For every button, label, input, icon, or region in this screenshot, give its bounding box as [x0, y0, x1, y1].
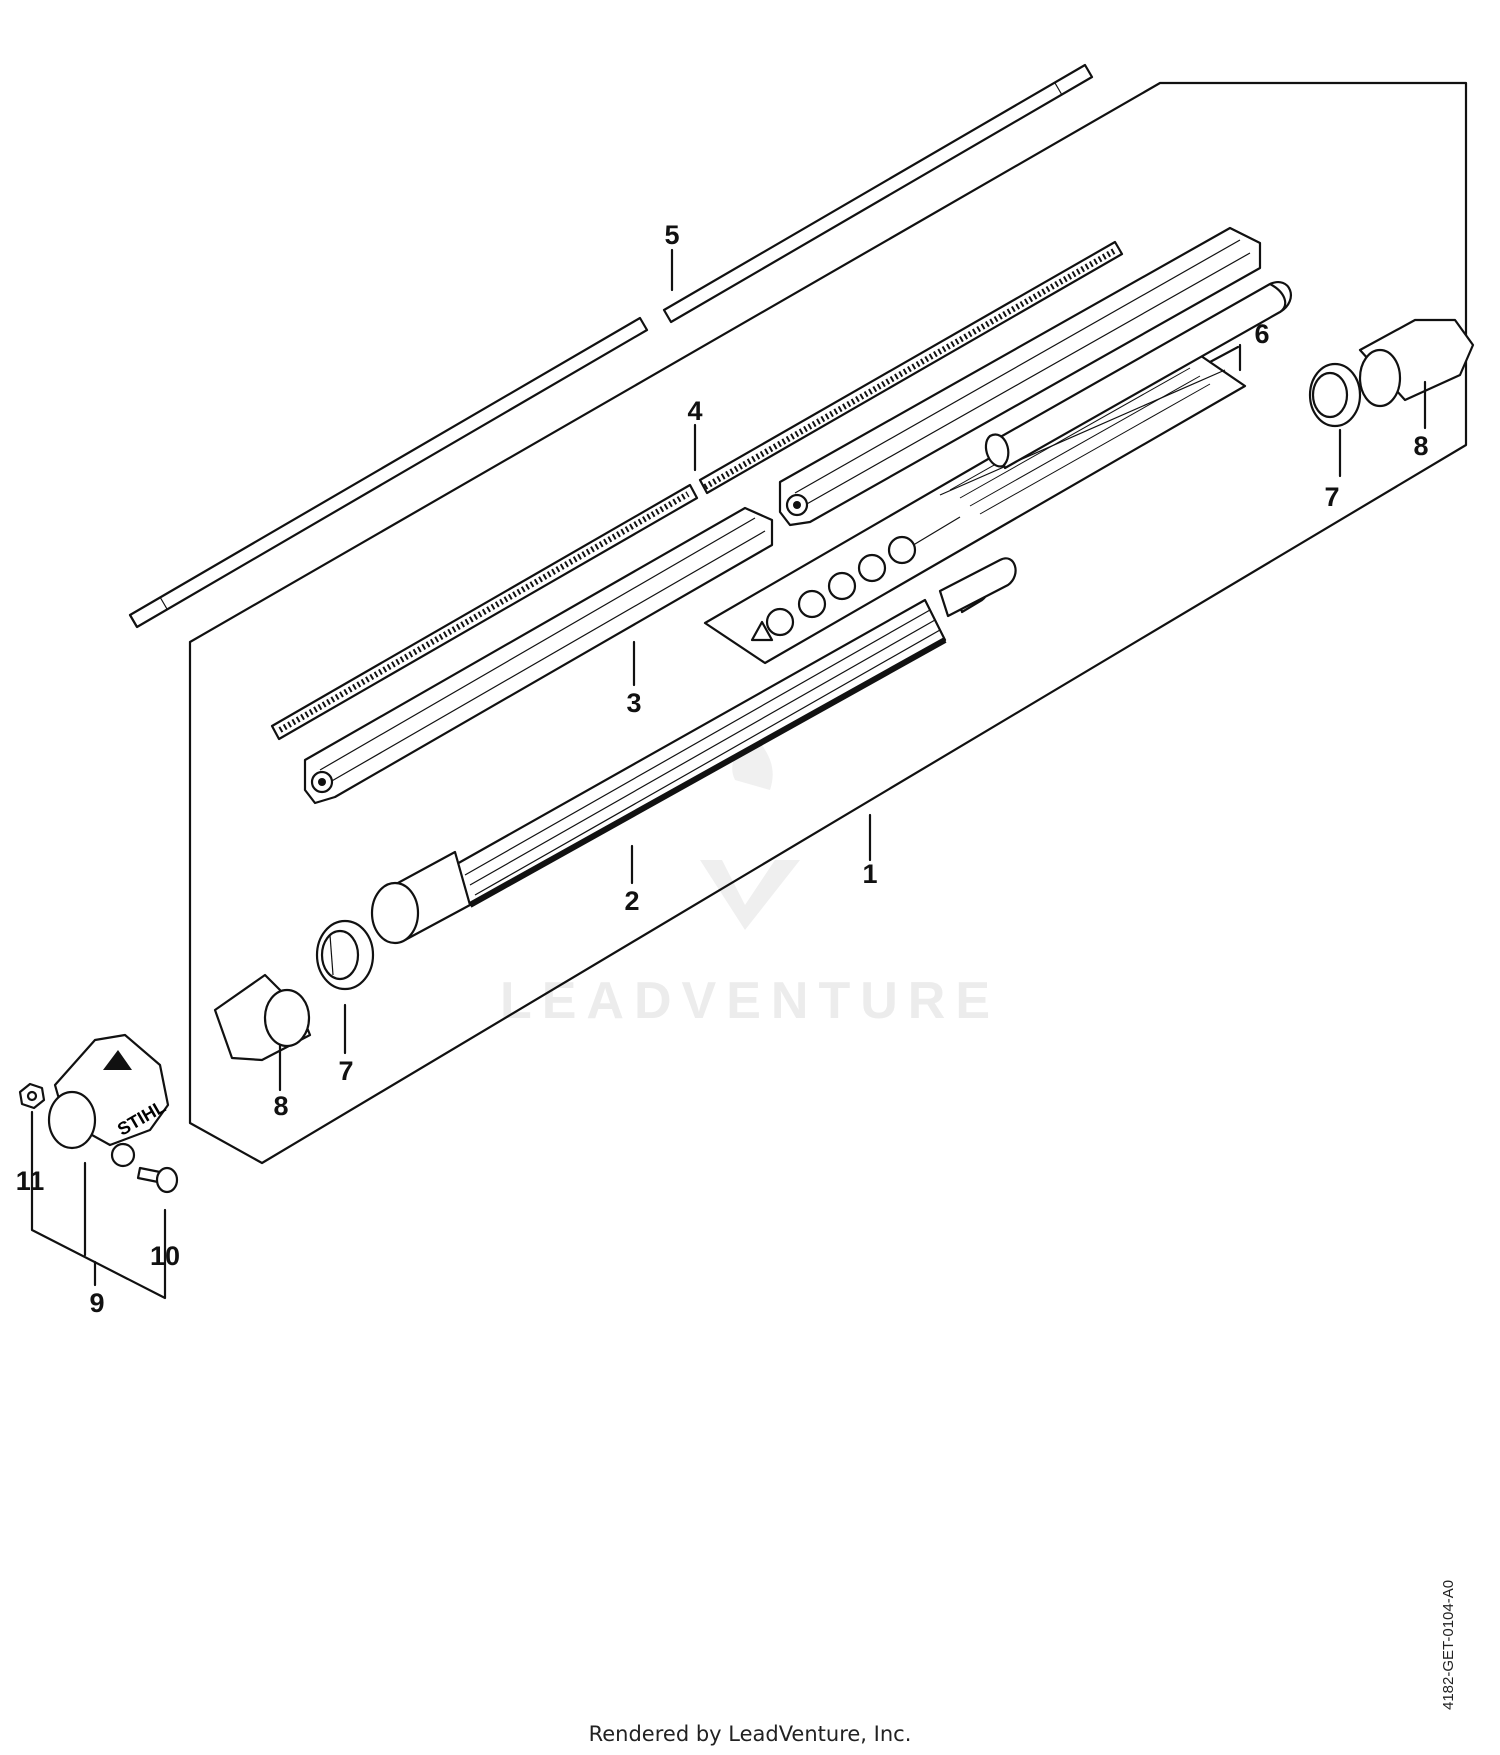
part-3-channel-lower: [303, 506, 774, 805]
part-4-liner: [270, 240, 1124, 741]
part-11-nut: [18, 1082, 46, 1110]
part-10-screw: [136, 1166, 179, 1194]
part-3-channel-upper: [778, 226, 1262, 527]
callout-4: 4: [687, 396, 702, 426]
callout-10: 10: [150, 1241, 180, 1271]
leadventure-watermark: LEADVENTURE: [500, 725, 1000, 1030]
callout-8-right: 8: [1413, 431, 1428, 461]
callout-1: 1: [862, 859, 877, 889]
callout-5: 5: [664, 220, 679, 250]
part-9-handle-clamp: STIHL: [47, 1033, 170, 1168]
part-7-bushing-left: [315, 919, 375, 991]
watermark-text: LEADVENTURE: [500, 972, 1000, 1030]
callout-6: 6: [1254, 319, 1269, 349]
callout-11: 11: [16, 1166, 45, 1196]
part-8-cap-left: [213, 973, 312, 1062]
callout-8-left: 8: [273, 1091, 288, 1121]
callout-7-right: 7: [1324, 482, 1339, 512]
callout-9: 9: [89, 1288, 104, 1318]
part-6-decal: [703, 343, 1247, 665]
callout-3: 3: [626, 688, 641, 718]
rendered-by-footer: Rendered by LeadVenture, Inc.: [588, 1722, 912, 1746]
callout-7-left: 7: [338, 1056, 353, 1086]
part-8-cap-right: [1358, 318, 1475, 408]
callout-2: 2: [624, 886, 639, 916]
leader-lines: [30, 248, 1427, 1300]
part-2-drive-tube: [370, 281, 1292, 945]
assembly-bracket-outline: [188, 81, 1468, 1165]
part-5-drive-shaft: [128, 63, 1094, 629]
part-7-bushing-right: [1308, 362, 1362, 428]
document-number: 4182-GET-0104-A0: [1440, 1579, 1457, 1710]
